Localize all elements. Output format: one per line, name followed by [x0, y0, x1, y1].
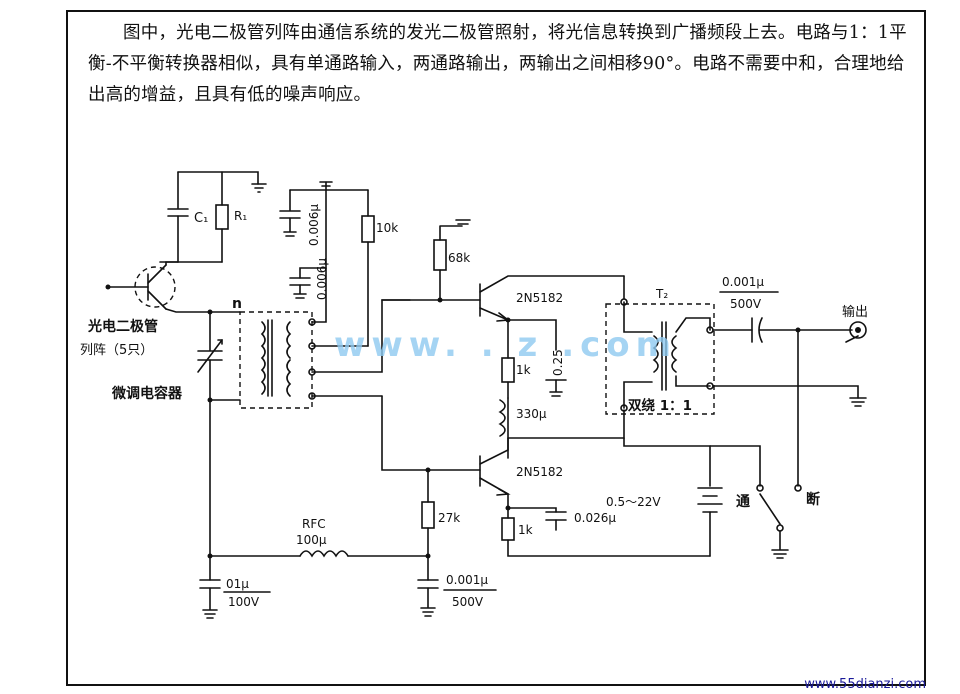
label-cap-025: 0.25 [551, 349, 565, 376]
label-r1: R₁ [234, 209, 247, 223]
label-cap-mid-v: 500V [452, 595, 484, 609]
site-watermark: www.55dianzi.com [804, 677, 926, 692]
label-l330: 330μ [516, 407, 547, 421]
label-r27k: 27k [438, 511, 460, 525]
label-cap-out-val: 0.001μ [722, 275, 764, 289]
label-n: n [232, 296, 242, 312]
label-on: 通 [736, 494, 750, 510]
label-r1k-bot: 1k [518, 523, 533, 537]
label-winding: 双绕 1：1 [628, 397, 692, 414]
tuning-capacitors [279, 181, 441, 397]
battery-switch [623, 437, 789, 559]
label-array: 列阵（5只） [80, 343, 153, 358]
label-r10k: 10k [376, 221, 398, 235]
label-t2: T₂ [655, 287, 668, 301]
label-rfc: RFC [302, 517, 326, 531]
label-trimmer: 微调电容器 [111, 385, 183, 402]
label-r1k-top: 1k [516, 363, 531, 377]
trimmer-capacitor [197, 311, 241, 559]
label-off: 断 [806, 491, 820, 508]
label-q2: 2N5182 [516, 465, 563, 479]
output-transformer [605, 301, 715, 415]
label-output: 输出 [842, 304, 868, 320]
label-cap-left-val: 01μ [226, 577, 249, 591]
label-rfc-val: 100μ [296, 533, 327, 547]
output-section [712, 317, 867, 492]
diagram-frame [66, 10, 926, 686]
label-c1: C₁ [194, 211, 208, 226]
label-battery: 0.5～22V [606, 495, 661, 509]
label-cap-mid: 0.006μ [315, 258, 329, 300]
label-photodiode: 光电二极管 [87, 318, 158, 335]
label-r68k: 68k [448, 251, 470, 265]
photodiode-network [105, 171, 267, 315]
caption-text: 图中，光电二极管列阵由通信系统的发光二极管照射，将光信息转换到广播频段上去。电路… [88, 23, 907, 105]
input-transformer [239, 311, 316, 409]
label-cap-left-v: 100V [228, 595, 260, 609]
label-cap-out-v: 500V [730, 297, 762, 311]
supply-rail [199, 550, 439, 619]
q2-stage [381, 395, 711, 581]
label-cap-0026: 0.026μ [574, 511, 616, 525]
label-cap-top: 0.006μ [307, 204, 321, 246]
label-cap-mid-val: 0.001μ [446, 573, 488, 587]
label-q1: 2N5182 [516, 291, 563, 305]
watermark: www. . z .com [334, 325, 677, 365]
